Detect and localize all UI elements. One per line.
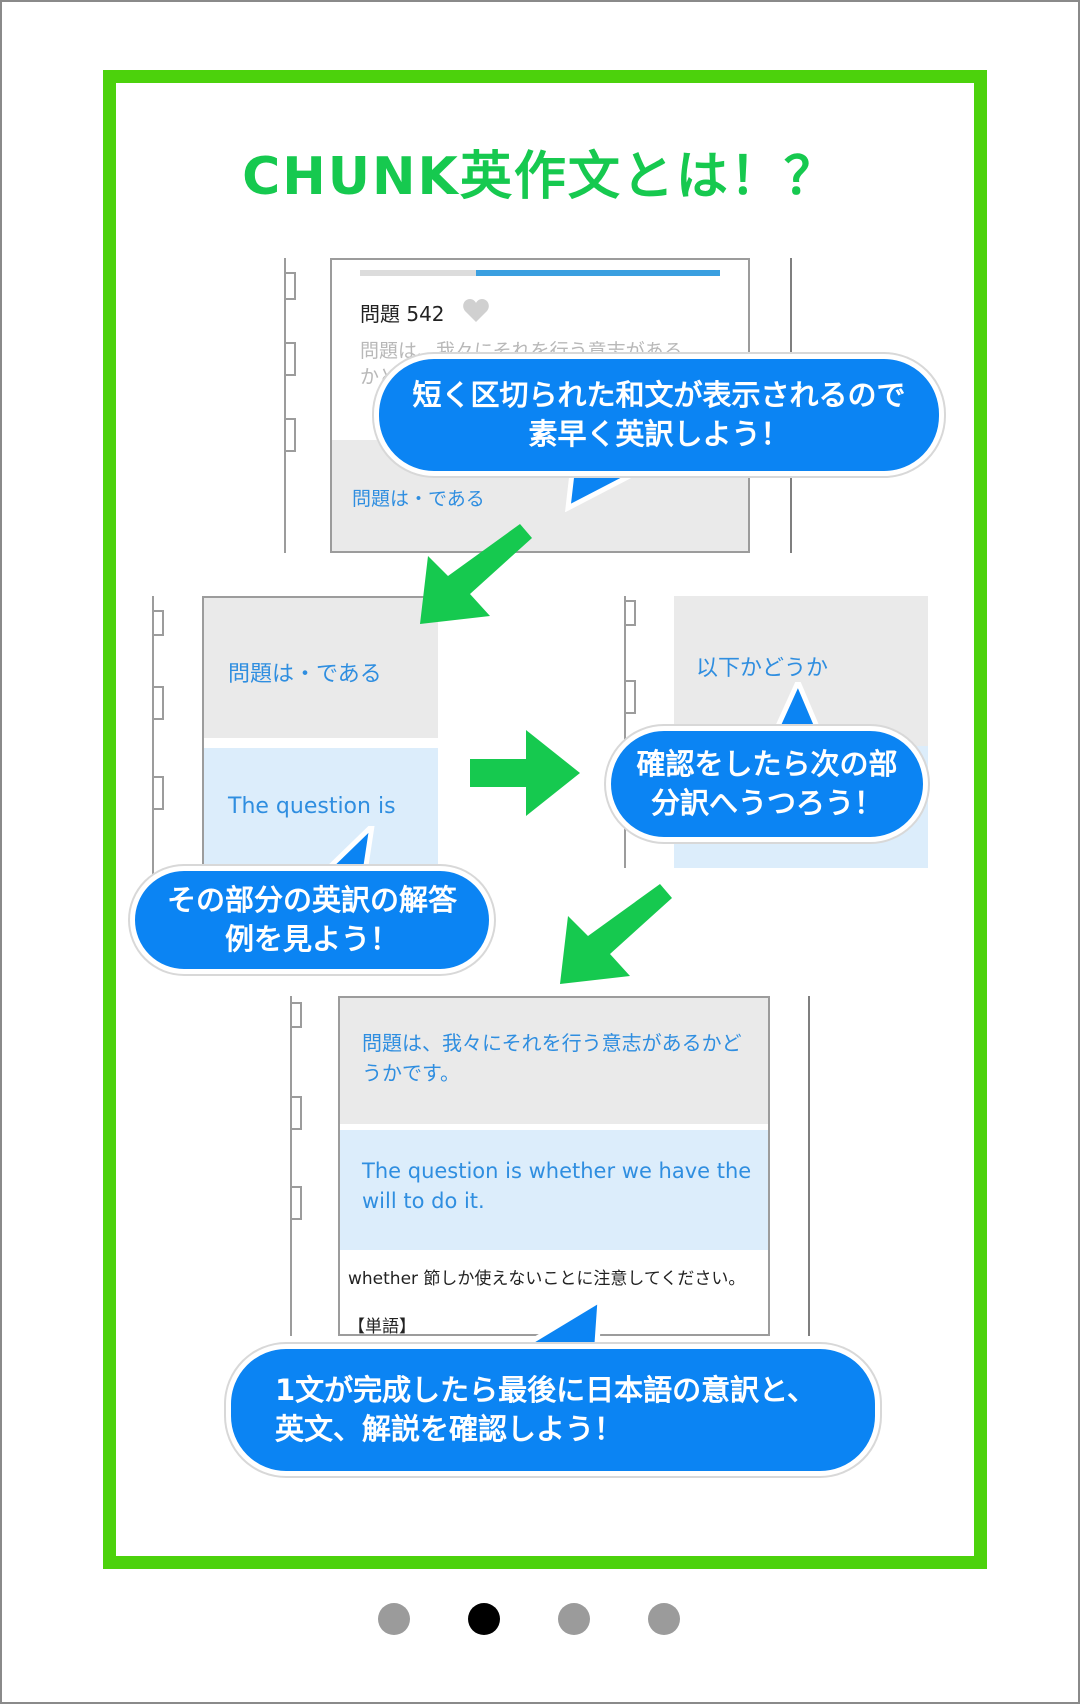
question-label: 問題 542 [360,302,445,326]
japanese-text: 問題は、我々にそれを行う意志があるかどうかです。 [362,1031,742,1085]
english-panel: The question is whether we have the will… [340,1130,768,1250]
progress-fill [476,270,720,276]
japanese-panel: 問題は、我々にそれを行う意志があるかどうかです。 [340,998,768,1124]
page-dot-2-active[interactable] [468,1603,500,1635]
phone2-screen: 問題は・である The question is [202,596,438,876]
page-dot-1[interactable] [378,1603,410,1635]
pagination-dots [0,1603,1080,1637]
phone4-screen: 問題は、我々にそれを行う意志があるかどうかです。 The question is… [338,996,770,1336]
answer-panel: The question is [204,748,438,874]
chunk-text: 問題は・である [228,662,382,687]
chunk-text: 問題は・である [352,488,485,510]
chunk-text: 以下かどうか [696,656,829,681]
callout-bubble-1: 短く区切られた和文が表示されるので素早く英訳しよう！ [374,354,944,476]
page-dot-3[interactable] [558,1603,590,1635]
chunk-panel: 問題は・である [204,598,438,738]
arrow-down-left-1 [420,524,532,624]
explanation-text: whether 節しか使えないことに注意してください。 [348,1269,746,1289]
phone-mockup-4: 問題は、我々にそれを行う意志があるかどうかです。 The question is… [288,996,810,1336]
vocab-heading: 【単語】 [348,1317,416,1336]
phone-mockup-2: 問題は・である The question is [150,596,440,876]
callout-bubble-4: 1文が完成したら最後に日本語の意訳と、英文、解説を確認しよう！ [226,1344,880,1476]
arrow-right [470,730,580,816]
callout-bubble-3: その部分の英訳の解答例を見よう！ [130,866,494,974]
page-dot-4[interactable] [648,1603,680,1635]
heart-icon[interactable] [462,298,490,324]
english-text: The question is whether we have the will… [362,1159,752,1214]
page-title: CHUNK英作文とは！？ [242,147,838,207]
arrow-down-left-2 [560,884,672,984]
callout-bubble-2: 確認をしたら次の部分訳へうつろう！ [606,726,928,842]
answer-text: The question is [228,794,396,819]
progress-bar [360,270,720,276]
